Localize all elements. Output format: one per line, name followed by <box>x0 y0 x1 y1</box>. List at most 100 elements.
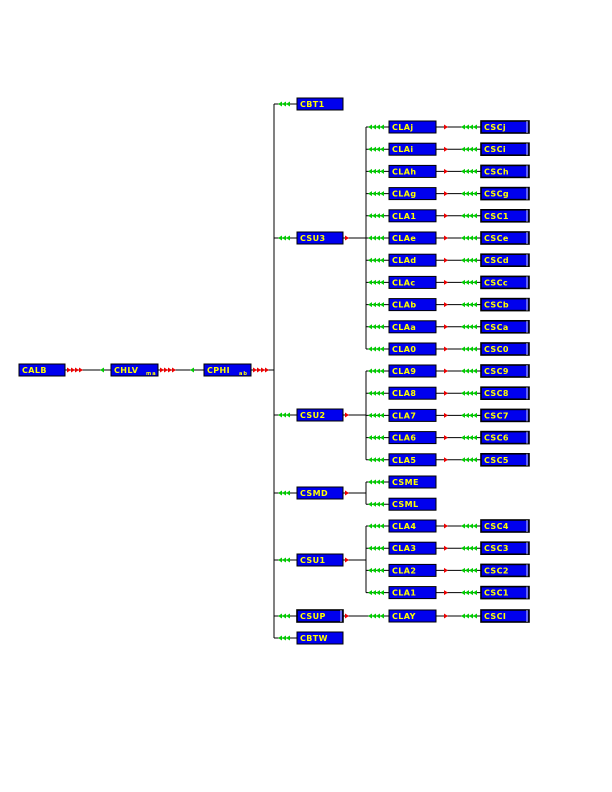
node-csu3-csc-0[interactable]: CSCj <box>480 120 530 134</box>
node-csu2-csc-1[interactable]: CSC8 <box>480 386 530 401</box>
node-csu3-csc-6[interactable]: CSCd <box>480 253 530 267</box>
node-csu3-cla-4[interactable]: CLA1 <box>388 209 437 223</box>
node-csu1-csc-0[interactable]: CSC4 <box>480 519 530 533</box>
node-csu3-cla-3[interactable]: CLAg <box>388 187 437 201</box>
node-csu2-csc-4[interactable]: CSC5 <box>480 452 530 467</box>
node-csu1-csc-3[interactable]: CSC1 <box>480 585 530 600</box>
red-arrow-chain <box>444 613 448 619</box>
node-csu3-cla-0-label: CLAj <box>392 123 414 132</box>
green-arrow-icon <box>461 213 465 219</box>
node-csu3-cla-10[interactable]: CLA0 <box>388 342 437 356</box>
node-csu2-csc-3[interactable]: CSC6 <box>480 430 530 445</box>
node-csu1-cla-0[interactable]: CLA4 <box>388 519 437 533</box>
node-calb[interactable]: CALB <box>18 363 66 377</box>
node-csu3-csc-3-label: CSCg <box>484 190 509 199</box>
red-arrow-chain <box>444 235 448 241</box>
node-csu3[interactable]: CSU3 <box>296 231 344 245</box>
node-csmd[interactable]: CSMD <box>296 486 344 500</box>
node-csu2-cla-2[interactable]: CLA7 <box>388 408 437 422</box>
red-arrow-icon <box>444 613 448 619</box>
node-csu3-csc-4[interactable]: CSC1 <box>480 209 530 223</box>
green-arrow-chain <box>100 367 104 373</box>
green-arrow-chain <box>461 302 477 308</box>
green-arrow-icon <box>469 146 473 152</box>
green-arrow-icon <box>465 613 469 619</box>
green-arrow-icon <box>469 257 473 263</box>
node-csmd-child-0[interactable]: CSME <box>388 475 437 489</box>
node-csu3-csc-2[interactable]: CSCh <box>480 164 530 179</box>
node-csu2-csc-0[interactable]: CSC9 <box>480 364 530 378</box>
node-csu1-cla-2[interactable]: CLA2 <box>388 563 437 577</box>
green-arrow-icon <box>282 412 286 418</box>
green-arrow-icon <box>380 613 384 619</box>
node-csu1-label: CSU1 <box>300 556 325 565</box>
red-arrow-icon <box>160 367 164 373</box>
node-cbtw[interactable]: CBTW <box>296 631 344 645</box>
node-chlv[interactable]: CHLV m a <box>110 363 159 377</box>
node-csu1[interactable]: CSU1 <box>296 553 344 567</box>
node-csu3-csc-9[interactable]: CSCa <box>480 319 530 334</box>
node-csu2-csc-2[interactable]: CSC7 <box>480 408 530 423</box>
red-arrow-icon <box>444 146 448 152</box>
green-arrow-chain <box>278 412 290 418</box>
red-arrow-chain <box>444 168 448 174</box>
node-csu3-csc-4-label: CSC1 <box>484 212 509 221</box>
node-csu3-cla-0[interactable]: CLAj <box>388 120 437 134</box>
node-csu1-cla-1[interactable]: CLA3 <box>388 541 437 555</box>
node-csu1-cla-3[interactable]: CLA1 <box>388 586 437 600</box>
green-arrow-icon <box>190 367 194 373</box>
node-cphi[interactable]: CPHI a b <box>203 363 252 377</box>
green-arrow-icon <box>465 368 469 374</box>
node-csu3-cla-1[interactable]: CLAi <box>388 142 437 156</box>
green-arrow-icon <box>376 567 380 573</box>
node-csmd-child-1[interactable]: CSML <box>388 497 437 511</box>
node-csu3-cla-7-label: CLAc <box>392 278 416 287</box>
green-arrow-icon <box>376 479 380 485</box>
connector-cphi-trunk <box>251 367 274 373</box>
node-csu3-csc-10[interactable]: CSC0 <box>480 342 530 356</box>
green-arrow-icon <box>372 590 376 596</box>
green-arrow-chain <box>368 124 384 130</box>
node-csu3-cla-7[interactable]: CLAc <box>388 275 437 289</box>
green-arrow-icon <box>376 302 380 308</box>
node-csu2-cla-4[interactable]: CLA5 <box>388 453 437 467</box>
node-csu1-csc-1[interactable]: CSC3 <box>480 541 530 556</box>
node-csu3-csc-7[interactable]: CSCc <box>480 275 530 290</box>
node-csu1-csc-2[interactable]: CSC2 <box>480 563 530 578</box>
node-csu3-csc-3[interactable]: CSCg <box>480 186 530 201</box>
node-csu3-csc-8-label: CSCb <box>484 301 509 310</box>
node-csu3-csc-1[interactable]: CSCi <box>480 142 530 156</box>
node-csu3-cla-8[interactable]: CLAb <box>388 298 437 312</box>
node-csu3-cla-2[interactable]: CLAh <box>388 164 437 178</box>
node-csu2-cla-0[interactable]: CLA9 <box>388 364 437 378</box>
red-arrow-chain <box>160 367 176 373</box>
green-arrow-icon <box>286 490 290 496</box>
node-csu2[interactable]: CSU2 <box>296 408 344 422</box>
green-arrow-icon <box>376 457 380 463</box>
node-csu3-csc-0-label: CSCj <box>484 123 506 132</box>
node-csup-csc-0[interactable]: CSCI <box>480 609 530 623</box>
node-csu3-cla-5[interactable]: CLAe <box>388 231 437 245</box>
green-arrow-chain <box>368 324 384 330</box>
green-arrow-icon <box>473 213 477 219</box>
node-csu2-cla-2-label: CLA7 <box>392 411 416 420</box>
green-arrow-icon <box>286 412 290 418</box>
node-csup[interactable]: CSUP <box>296 609 344 623</box>
green-arrow-icon <box>372 324 376 330</box>
node-csu3-cla-6[interactable]: CLAd <box>388 253 437 267</box>
node-csu2-csc-1-label: CSC8 <box>484 389 509 398</box>
node-csu3-csc-5[interactable]: CSCe <box>480 231 530 245</box>
node-csu2-cla-3[interactable]: CLA6 <box>388 431 437 445</box>
node-cbt1[interactable]: CBT1 <box>296 97 344 111</box>
node-csu2-csc-0-label: CSC9 <box>484 367 509 376</box>
node-csu2-cla-1[interactable]: CLA8 <box>388 386 437 400</box>
green-arrow-icon <box>473 124 477 130</box>
green-arrow-icon <box>461 346 465 352</box>
green-arrow-icon <box>376 523 380 529</box>
node-csup-cla-0[interactable]: CLAY <box>388 609 437 623</box>
node-csu3-cla-9[interactable]: CLAa <box>388 320 437 334</box>
green-arrow-icon <box>465 124 469 130</box>
node-cphi-label: CPHI <box>207 366 230 375</box>
green-arrow-icon <box>372 479 376 485</box>
node-csu3-csc-8[interactable]: CSCb <box>480 297 530 312</box>
